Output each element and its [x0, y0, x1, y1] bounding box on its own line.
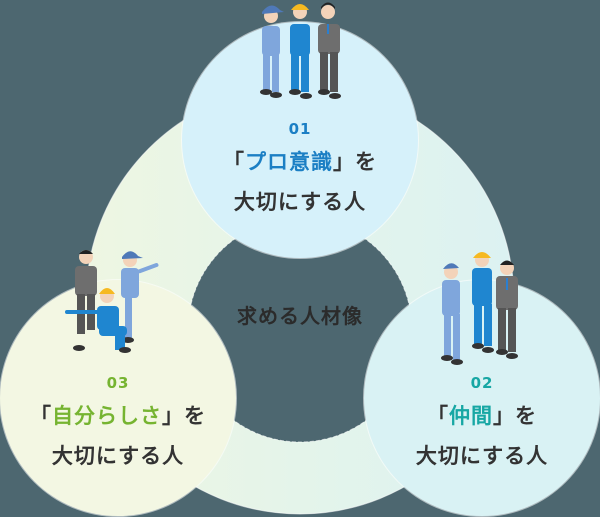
three-workers-posing-illustration — [65, 250, 159, 353]
value-number: 03 — [106, 374, 130, 392]
value-heading: 「プロ意識」を — [182, 146, 418, 176]
value-circle-02: 02 「仲間」を 大切にする人 — [364, 280, 600, 516]
value-number: 01 — [288, 120, 312, 138]
open-bracket: 「 — [223, 150, 245, 174]
value-circle-01: 01 「プロ意識」を 大切にする人 — [182, 22, 418, 258]
value-text-03: 03 「自分らしさ」を 大切にする人 — [0, 374, 236, 470]
value-subheading: 大切にする人 — [51, 444, 185, 468]
value-heading: 「仲間」を — [364, 400, 600, 430]
value-keyword: 仲間 — [449, 404, 493, 428]
value-text-02: 02 「仲間」を 大切にする人 — [364, 374, 600, 470]
three-workers-hand-on-chest-illustration — [260, 2, 341, 99]
center-title: 求める人材像 — [237, 304, 363, 328]
value-subheading: 大切にする人 — [415, 444, 549, 468]
value-heading: 「自分らしさ」を — [0, 400, 236, 430]
value-number: 02 — [470, 374, 494, 392]
value-keyword: プロ意識 — [245, 150, 333, 174]
open-bracket: 「 — [427, 404, 449, 428]
three-workers-talking-illustration — [441, 252, 518, 365]
value-text-01: 01 「プロ意識」を 大切にする人 — [182, 120, 418, 216]
open-bracket: 「 — [30, 404, 52, 428]
value-subheading: 大切にする人 — [233, 190, 367, 214]
close-bracket: 」を — [493, 404, 537, 428]
value-keyword: 自分らしさ — [52, 404, 162, 428]
close-bracket: 」を — [333, 150, 377, 174]
close-bracket: 」を — [162, 404, 206, 428]
